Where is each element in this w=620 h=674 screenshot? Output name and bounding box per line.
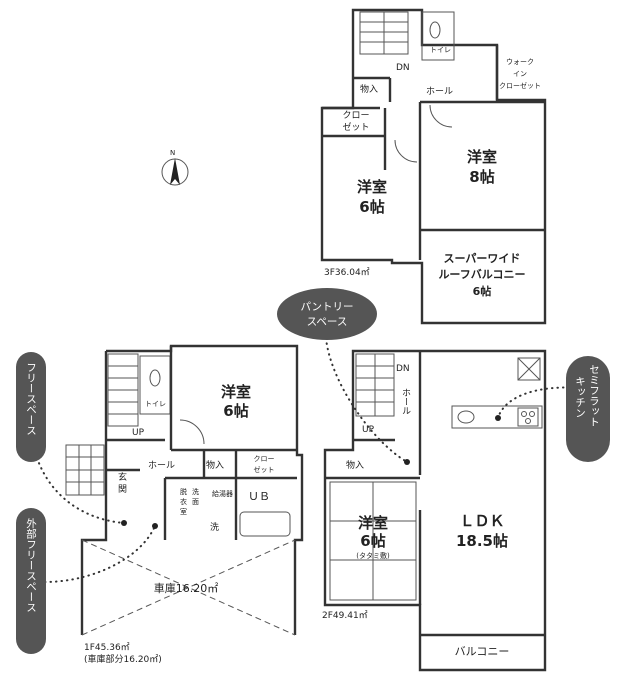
f3-walkin-label-1: ウォーク [506,58,534,66]
f1-area-label-2: (車庫部分16.20㎡) [84,653,162,665]
floor-2f [323,349,547,672]
f3-room8-size: 8帖 [469,168,494,186]
f1-genkan-label-2: 関 [118,484,127,495]
f3-area-label: 3F36.04㎡ [324,267,370,278]
f1-garage-label: 車庫16.20㎡ [154,581,219,595]
callout-semiflat-kitchen [566,356,610,462]
f3-balcony-label-1: スーパーワイド [444,252,521,265]
f1-dressing-label-2: 洗 [192,487,199,496]
f1-washer-label: 洗 [210,521,219,533]
f2-storage-label: 物入 [346,459,364,471]
f3-dn-label: DN [396,63,410,73]
outside-free-leader [44,525,156,583]
f3-balcony-label-3: 6帖 [473,284,492,298]
f1-genkan-label-1: 玄 [118,471,127,483]
f3-balcony-label-2: ルーフバルコニー [438,268,525,281]
f2-washitsu-name: 洋室 [358,514,388,532]
f1-up-label: UP [132,428,145,438]
pantry-leader [325,337,408,463]
f2-balcony-label: バルコニー [455,645,510,658]
f1-room-name: 洋室 [221,383,251,401]
f2-ldk-name: ＬＤＫ [459,512,504,530]
f3-room6-name: 洋室 [357,178,387,196]
f1-dressing-label-3: 衣 [180,497,187,506]
f3-hall-label: ホール [426,86,453,97]
callout-pantry-label-2: スペース [307,316,348,328]
f1-closet-label-2: ゼット [254,465,275,474]
f1-dressing-label-1: 脱 [180,487,187,496]
f1-toilet-label: トイレ [145,400,166,408]
f3-walkin-label-2: イン [513,70,527,78]
callout-pantry [277,288,377,340]
compass-label: N [170,149,175,157]
f3-closet-label-2: ゼット [342,121,369,133]
callout-pantry-label-1: パントリー [300,301,353,313]
f3-room8-name: 洋室 [467,148,497,166]
f1-closet-label-1: クロー [254,455,275,463]
f3-closet-label-1: クロー [342,110,369,121]
callout-free-space [16,352,46,462]
f2-ldk-size: 18.5帖 [456,532,508,550]
f3-walkin-label-3: クローゼット [499,81,541,90]
f2-washitsu-size: 6帖 [360,532,385,550]
f3-storage-label: 物入 [360,83,378,95]
f3-toilet-label: トイレ [430,46,451,54]
f1-room-size: 6帖 [223,402,248,420]
f1-hall-label: ホール [148,460,175,471]
free-space-leader [36,457,125,524]
callout-outside-free-space-label: 外部フリースペース [25,518,37,613]
f2-washitsu-note: (タタミ敷) [356,551,390,560]
f2-up-label: UP [362,425,375,435]
f3-room6-size: 6帖 [359,198,384,216]
floor-3f [320,8,547,325]
compass-icon [161,158,189,186]
f2-hall-label: ホール [400,388,411,415]
f2-dn-label: DN [396,364,410,374]
f1-ub-label: ＵＢ [248,490,270,503]
callout-outside-free-space [16,508,46,654]
f1-dressing-label-4: 面 [192,498,199,506]
callout-free-space-label: フリースペース [25,362,37,436]
f1-storage-label: 物入 [206,459,224,471]
f1-water-heater-label: 給湯器 [212,489,233,498]
f1-area-label-1: 1F45.36㎡ [84,642,130,653]
callout-semiflat-label-1: セミフラット [588,364,600,427]
floor-1f [65,344,304,636]
callout-semiflat-label-2: キッチン [574,376,586,418]
f1-dressing-label-5: 室 [180,507,187,516]
f2-area-label: 2F49.41㎡ [322,610,368,621]
